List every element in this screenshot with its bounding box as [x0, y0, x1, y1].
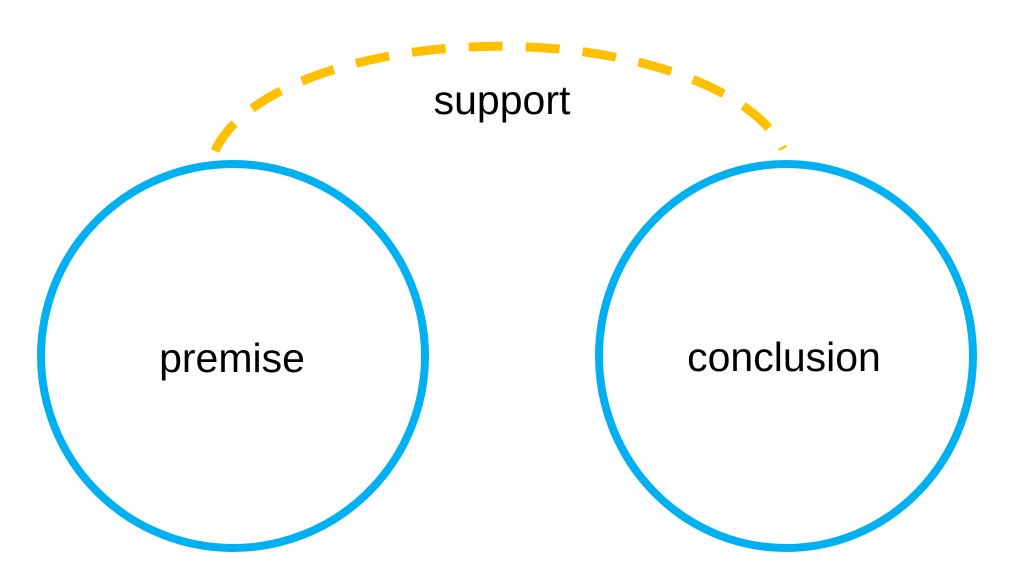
- support-edge-label: support: [434, 77, 571, 123]
- conclusion-node-circle: [595, 160, 977, 552]
- premise-node-circle: [37, 160, 429, 552]
- support-edge-arc: [210, 41, 788, 153]
- premise-node-label: premise: [159, 335, 305, 381]
- conclusion-node-label: conclusion: [687, 334, 881, 380]
